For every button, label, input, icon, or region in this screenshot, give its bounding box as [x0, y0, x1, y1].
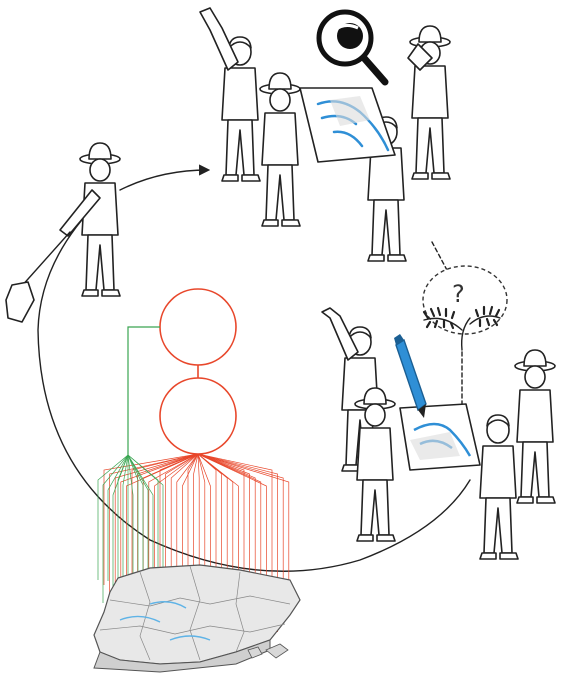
- terrain-map: [94, 565, 300, 672]
- digging-figure: [6, 143, 120, 322]
- magnifying-glass-icon: [319, 12, 385, 82]
- network-node-upper: [160, 289, 236, 365]
- connector-dashed-upper: [432, 242, 448, 272]
- shovel-icon: [6, 282, 34, 322]
- cycle-arrow-upper: [120, 170, 208, 190]
- bottom-group: [322, 308, 555, 559]
- map-icon: [400, 404, 480, 470]
- pencil-icon: [394, 334, 426, 418]
- top-group: [200, 8, 450, 261]
- network-node-lower: [160, 378, 236, 454]
- map-icon: [300, 88, 395, 162]
- question-mark: ?: [452, 280, 465, 308]
